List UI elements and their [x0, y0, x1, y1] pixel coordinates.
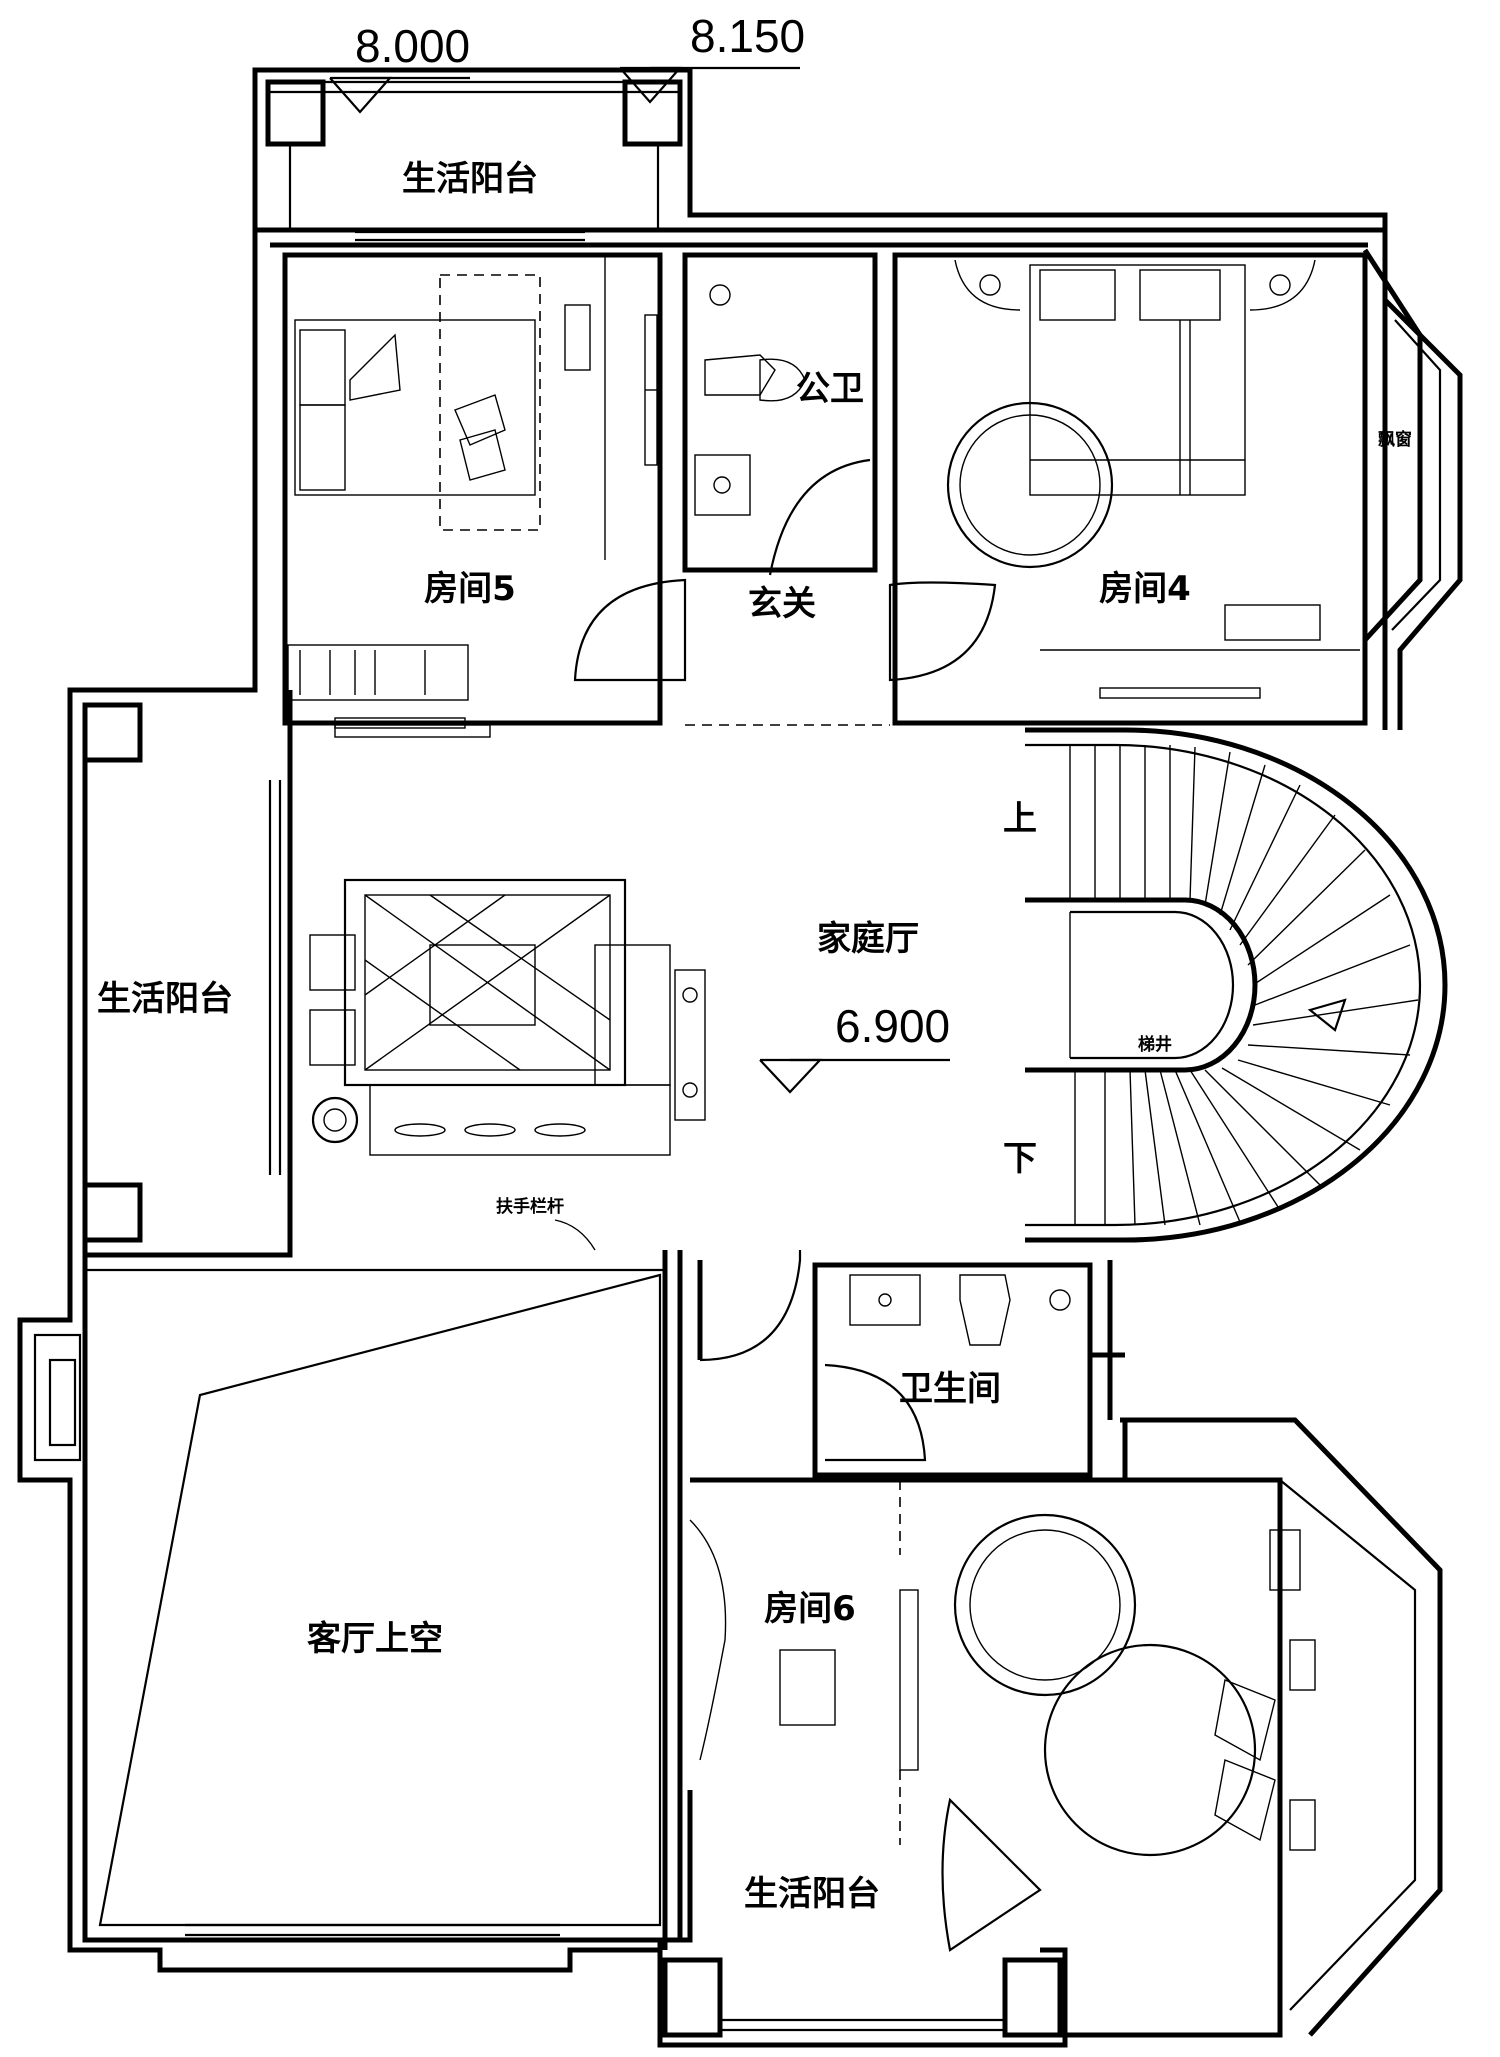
left-balcony-label: 生活阳台 — [97, 979, 233, 1019]
room-5: 房间5 — [282, 230, 663, 729]
level-top-left: 8.000 — [355, 20, 470, 72]
living-void-label: 客厅上空 — [307, 1619, 443, 1659]
family-hall: 家庭厅 扶手栏杆 — [309, 724, 919, 1251]
bottom-balcony-label: 生活阳台 — [744, 1874, 880, 1914]
public-wc-label: 公卫 — [796, 369, 864, 409]
level-marker-top-right: 8.150 — [619, 10, 805, 104]
level-hall: 6.900 — [835, 1000, 950, 1052]
room-6: 房间6 — [689, 1477, 1316, 2038]
outer-walls — [17, 227, 1385, 1973]
foyer-label: 玄关 — [748, 584, 816, 624]
foyer: 玄关 — [573, 578, 997, 726]
stairwell-label: 梯井 — [1138, 1034, 1172, 1055]
handrail-label: 扶手栏杆 — [496, 1196, 564, 1217]
level-top-right: 8.150 — [690, 10, 805, 62]
level-marker-top-left: 8.000 — [329, 20, 470, 114]
spiral-staircase: 上 下 梯井 — [1003, 727, 1448, 1243]
family-hall-label: 家庭厅 — [817, 919, 919, 959]
room6-label: 房间6 — [764, 1589, 856, 1629]
room4-label: 房间4 — [1099, 569, 1191, 609]
top-balcony-label: 生活阳台 — [402, 159, 538, 199]
room-4: 房间4 飘窗 — [892, 252, 1412, 726]
level-marker-hall: 6.900 — [759, 1000, 950, 1094]
stair-up-label: 上 — [1003, 799, 1037, 839]
bottom-balcony: 生活阳台 — [657, 1790, 1068, 2048]
stair-treads — [1069, 745, 1419, 1226]
bathroom: 卫生间 — [662, 1250, 1125, 1950]
public-wc: 公卫 — [682, 252, 878, 576]
bay-window-room6 — [1120, 1417, 1443, 2037]
bay-window-label: 飘窗 — [1378, 429, 1412, 450]
stair-down-label: 下 — [1003, 1139, 1037, 1179]
left-balcony: 生活阳台 — [97, 780, 282, 1175]
room5-label: 房间5 — [424, 569, 516, 609]
living-void: 客厅上空 — [98, 1273, 662, 1937]
bay-window — [1362, 215, 1463, 730]
bathroom-label: 卫生间 — [899, 1369, 1001, 1409]
